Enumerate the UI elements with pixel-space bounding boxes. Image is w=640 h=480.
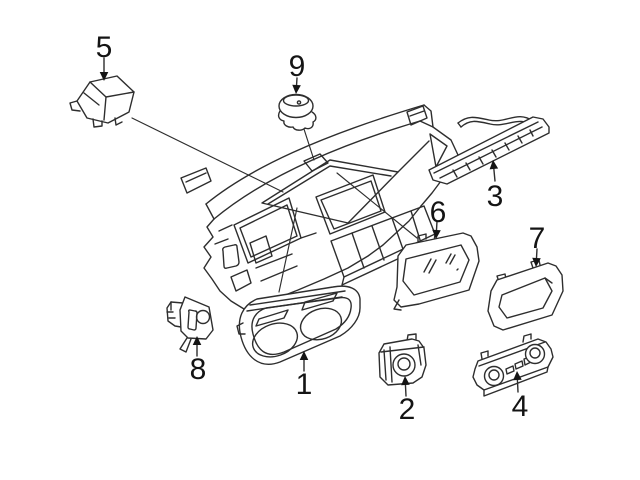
callout-arrow-stem [516,379,519,393]
part-climate-control-drawing [472,333,554,397]
callout-label-7: 7 [529,222,546,255]
leader-line-panel-to-display [336,172,418,239]
callout-display-bezel: 7 [529,222,546,267]
callout-instrument-cluster: 1 [296,351,313,401]
callout-control-module: 5 [96,31,113,81]
callout-arrow-head [401,376,410,386]
callout-arrow-stem [435,220,438,231]
callout-sunlight-sensor: 9 [289,50,306,94]
callout-label-1: 1 [296,368,313,401]
cluster-opening [233,197,302,264]
leader-line-panel-to-cluster [278,207,298,293]
callout-arrow-head [292,84,301,94]
callout-trim-strip: 3 [487,160,504,213]
part-display-unit-drawing [393,232,480,311]
part-instrument-cluster-drawing [236,285,361,365]
callout-climate-control: 4 [512,371,529,423]
callout-label-3: 3 [487,180,504,213]
callout-arrow-head [299,351,309,360]
callout-label-2: 2 [399,393,416,426]
callout-label-4: 4 [512,390,529,423]
callout-headlight-switch: 2 [399,376,416,426]
part-start-switch-drawing [166,296,214,353]
callout-arrow-head [532,257,541,267]
callout-arrow-stem [535,248,538,259]
callout-display-unit: 6 [430,196,447,239]
part-headlight-switch-drawing [378,333,427,386]
callout-arrow-head [432,229,441,239]
part-control-module-drawing [69,75,135,128]
callout-arrow-head [192,336,202,345]
part-sunlight-sensor-drawing [277,93,317,131]
callout-arrow-head [513,371,522,381]
callout-label-6: 6 [430,196,447,229]
callout-arrow-stem [404,384,407,397]
leader-line-sensor-to-panel [302,125,315,161]
callout-arrow-head [489,160,499,170]
part-display-bezel-drawing [487,259,564,331]
callout-arrow-stem [493,168,496,182]
leader-lines [131,117,418,293]
part-trim-strip-drawing [428,116,550,185]
callout-label-8: 8 [190,353,207,386]
leader-line-module-to-panel [131,117,284,193]
callout-label-5: 5 [96,31,113,64]
sensor-mount-hole [303,153,329,172]
callout-start-switch: 8 [190,336,207,386]
callout-label-9: 9 [289,50,306,83]
callout-arrow-head [99,72,109,81]
callout-layer: 1 2 3 4 5 6 7 8 9 [96,31,546,426]
